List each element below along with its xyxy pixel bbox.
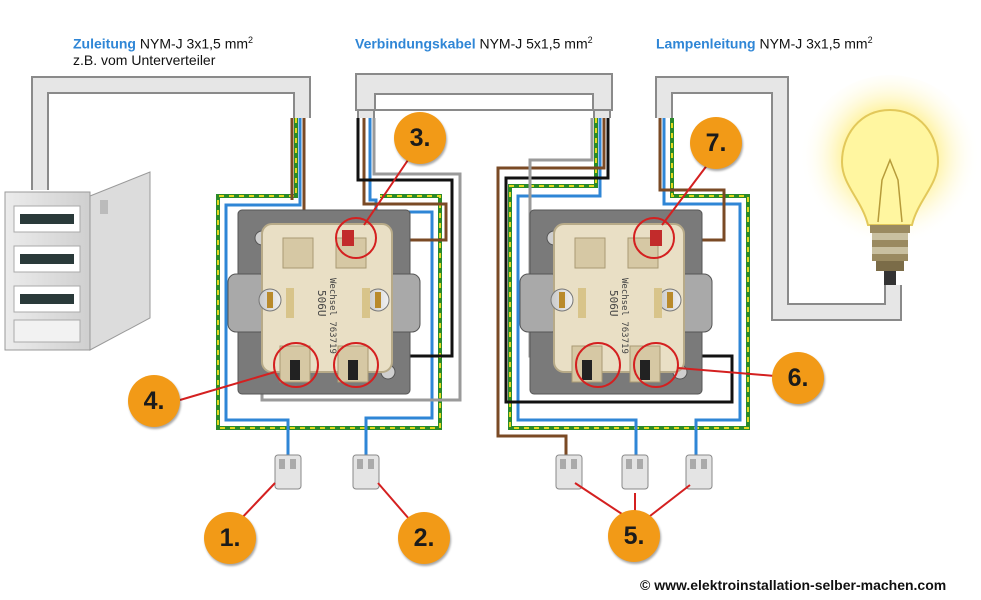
right-switch: 506U Wechsel 763719 [519, 209, 713, 395]
badge-1: 1. [204, 512, 256, 564]
badge-7: 7. [690, 117, 742, 169]
left-switch-model: 506U [315, 290, 328, 317]
link-cable-label: Verbindungskabel NYM-J 5x1,5 mm2 [355, 35, 593, 52]
distribution-board [4, 171, 151, 351]
lamp-cable-label: Lampenleitung NYM-J 3x1,5 mm2 [656, 35, 873, 52]
clamp-2 [352, 454, 380, 490]
cable-sheaths [31, 73, 902, 321]
clamp-5a [555, 454, 583, 490]
badge-3: 3. [394, 112, 446, 164]
badge-2: 2. [398, 512, 450, 564]
light-bulb-icon [800, 75, 980, 285]
clamp-1 [274, 454, 302, 490]
clamp-5c [685, 454, 713, 490]
badge-5: 5. [608, 510, 660, 562]
supply-note: z.B. vom Unterverteiler [73, 52, 216, 68]
badge-4: 4. [128, 375, 180, 427]
left-switch-type: Wechsel 763719 [327, 278, 337, 354]
terminal-clamps [274, 454, 713, 490]
copyright-notice: © www.elektroinstallation-selber-machen.… [640, 577, 947, 593]
clamp-5b [621, 454, 649, 490]
supply-cable-label: Zuleitung NYM-J 3x1,5 mm2 [73, 35, 254, 52]
right-switch-model: 506U [607, 290, 620, 317]
left-switch: 506U Wechsel 763719 [227, 209, 421, 395]
right-switch-type: Wechsel 763719 [619, 278, 629, 354]
badge-6: 6. [772, 352, 824, 404]
